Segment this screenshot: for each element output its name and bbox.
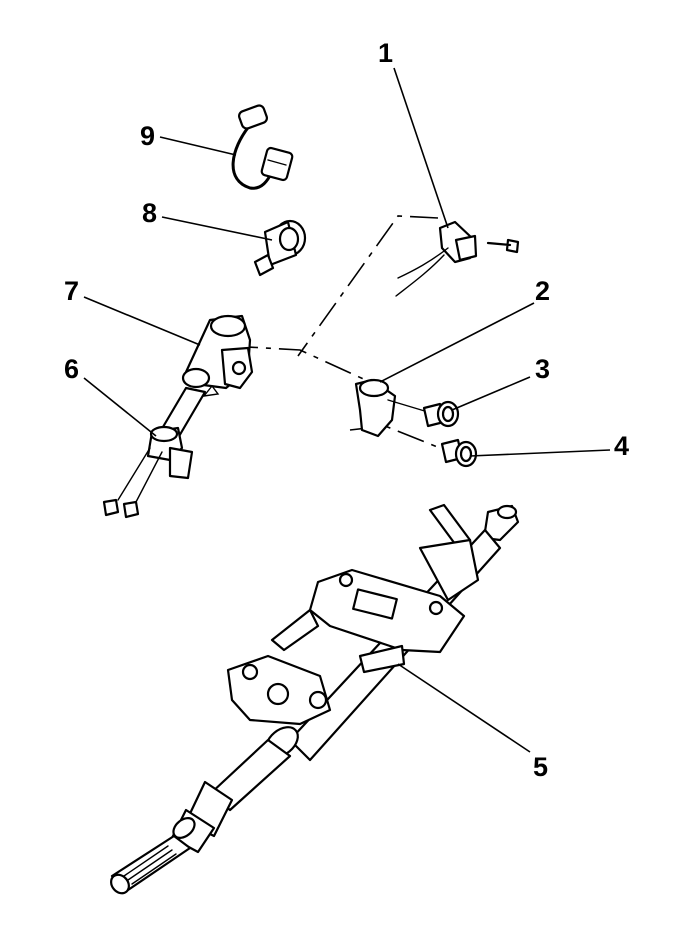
callout-numbers: 1 2 3 4 5 6 7 8 9 xyxy=(64,38,629,782)
alignment-lines xyxy=(229,215,441,449)
leader-7 xyxy=(83,296,201,346)
part-5-steering-column xyxy=(110,503,520,895)
callout-8: 8 xyxy=(142,198,157,228)
callout-5: 5 xyxy=(533,752,548,782)
callout-1: 1 xyxy=(378,38,393,68)
leader-2 xyxy=(379,302,535,383)
leader-9 xyxy=(159,136,237,156)
leader-lines xyxy=(83,67,611,753)
part-2-lever-bracket xyxy=(354,378,429,438)
part-6-lower-switch xyxy=(102,425,194,519)
callout-4: 4 xyxy=(614,431,629,461)
part-8-lock-cylinder xyxy=(253,219,307,277)
leader-4 xyxy=(469,449,611,457)
leader-3 xyxy=(451,376,531,411)
part-7-switch-housing xyxy=(181,314,254,397)
leader-8 xyxy=(161,216,273,241)
leader-1 xyxy=(393,67,449,229)
leader-5 xyxy=(397,663,531,753)
callout-3: 3 xyxy=(535,354,550,384)
callout-6: 6 xyxy=(64,354,79,384)
part-4-bolt xyxy=(440,438,478,468)
part-1-switch-bracket xyxy=(395,220,520,297)
part-9-wire-harness xyxy=(231,104,294,190)
callout-7: 7 xyxy=(64,276,79,306)
callout-9: 9 xyxy=(140,121,155,151)
part-3-bolt xyxy=(422,400,460,428)
callout-2: 2 xyxy=(535,276,550,306)
leader-6 xyxy=(83,377,157,437)
